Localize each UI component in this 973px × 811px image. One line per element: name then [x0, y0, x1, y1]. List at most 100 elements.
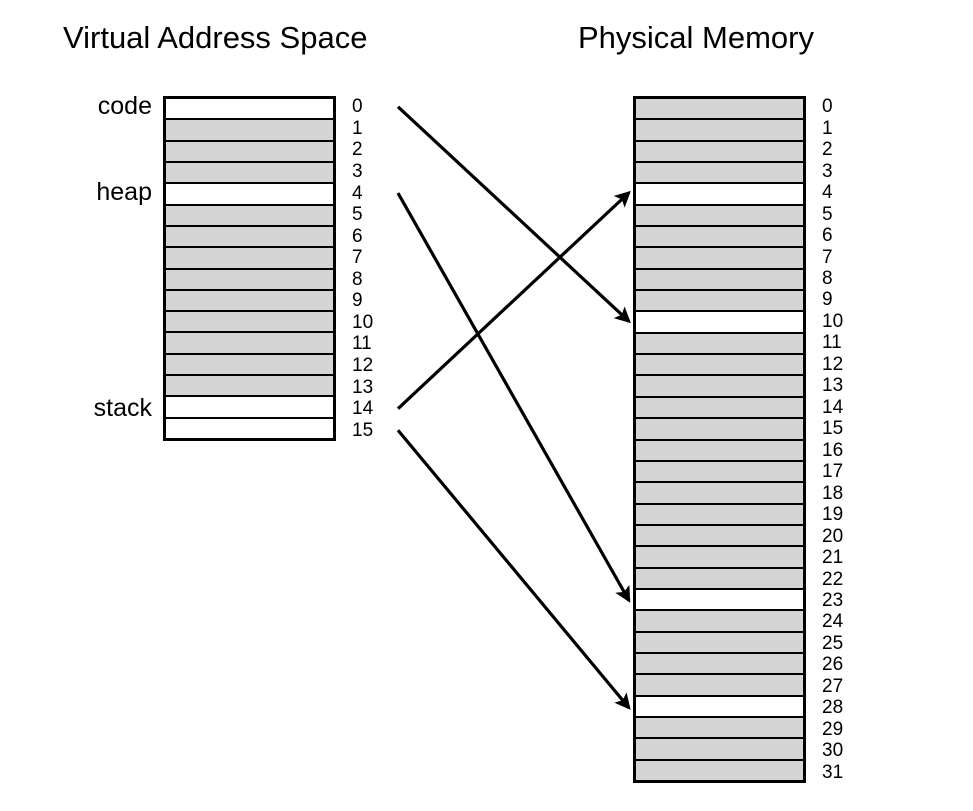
physical-memory-box	[633, 96, 806, 783]
virtual-page-row	[166, 269, 333, 291]
virtual-page-index: 12	[352, 355, 374, 377]
virtual-page-index: 3	[352, 160, 363, 182]
physical-frame-row	[636, 717, 803, 740]
physical-frame-index: 27	[822, 675, 844, 697]
physical-frame-row	[636, 120, 803, 142]
physical-frame-index: 24	[822, 611, 844, 633]
virtual-page-index: 7	[352, 247, 363, 269]
virtual-page-row	[166, 141, 333, 163]
physical-frame-row	[636, 269, 803, 292]
physical-frame-index: 2	[822, 139, 833, 161]
physical-frame-index: 22	[822, 568, 844, 590]
physical-frame-row	[636, 611, 803, 633]
virtual-page-index: 1	[352, 117, 363, 139]
physical-frame-row	[636, 141, 803, 164]
physical-frame-row	[636, 419, 803, 441]
physical-frame-index: 23	[822, 590, 844, 612]
physical-frame-row	[636, 227, 803, 249]
virtual-page-row	[166, 226, 333, 249]
physical-frame-row	[636, 525, 803, 548]
segment-label-code: code	[97, 91, 152, 120]
physical-frame-rows	[636, 99, 803, 780]
physical-frame-row	[636, 504, 803, 526]
physical-frame-row	[636, 397, 803, 420]
virtual-page-index: 13	[352, 376, 374, 398]
physical-frame-row	[636, 312, 803, 334]
physical-frame-row	[636, 355, 803, 377]
physical-frame-row	[636, 376, 803, 398]
physical-frame-index: 26	[822, 654, 844, 676]
physical-frame-row	[636, 760, 803, 780]
virtual-page-index: 6	[352, 225, 363, 247]
physical-frame-index: 1	[822, 117, 833, 139]
physical-frame-index: 7	[822, 246, 833, 268]
physical-frame-index: 9	[822, 289, 833, 311]
physical-frame-row	[636, 291, 803, 313]
segment-label-heap: heap	[96, 178, 152, 207]
physical-frame-row	[636, 99, 803, 121]
physical-frame-row	[636, 184, 803, 206]
virtual-page-row	[166, 205, 333, 227]
virtual-address-space-box	[163, 96, 336, 441]
virtual-page-row	[166, 162, 333, 185]
physical-frame-index: 20	[822, 525, 844, 547]
virtual-page-index: 8	[352, 268, 363, 290]
virtual-page-index: 9	[352, 290, 363, 312]
physical-frame-row	[636, 440, 803, 462]
virtual-page-index: 2	[352, 139, 363, 161]
physical-frame-index: 14	[822, 396, 844, 418]
mapping-arrow-stack-page-15	[396, 429, 631, 710]
physical-frame-index: 15	[822, 418, 844, 440]
virtual-page-index: 11	[352, 333, 372, 355]
physical-frame-index: 21	[822, 547, 844, 569]
virtual-page-row	[166, 248, 333, 270]
virtual-page-row	[166, 376, 333, 398]
segment-label-stack: stack	[93, 393, 152, 422]
physical-frame-index: 11	[822, 332, 842, 354]
mapping-arrow-code-page-0	[396, 105, 631, 324]
virtual-page-row	[166, 397, 333, 419]
physical-frame-index: 25	[822, 632, 844, 654]
virtual-page-index: 10	[352, 311, 374, 333]
mapping-arrow-stack-page-14	[396, 190, 631, 410]
physical-frame-row	[636, 248, 803, 270]
physical-frame-row	[636, 163, 803, 185]
virtual-page-row	[166, 333, 333, 355]
physical-frame-row	[636, 333, 803, 356]
physical-frame-index: 5	[822, 203, 833, 225]
physical-frame-index: 18	[822, 482, 844, 504]
physical-frame-row	[636, 632, 803, 654]
virtual-page-index: 15	[352, 419, 374, 441]
physical-frame-row	[636, 696, 803, 718]
physical-frame-index: 13	[822, 375, 844, 397]
physical-frame-index: 30	[822, 740, 844, 762]
physical-frame-row	[636, 675, 803, 697]
virtual-page-row	[166, 312, 333, 334]
virtual-page-index: 5	[352, 204, 363, 226]
physical-frame-index: 8	[822, 267, 833, 289]
physical-frame-row	[636, 568, 803, 590]
physical-frame-row	[636, 547, 803, 569]
physical-frame-index: 17	[822, 461, 844, 483]
virtual-address-space-title: Virtual Address Space	[63, 20, 368, 55]
physical-frame-row	[636, 589, 803, 612]
physical-frame-index: 16	[822, 439, 844, 461]
physical-frame-row	[636, 739, 803, 761]
physical-frame-index: 10	[822, 310, 844, 332]
physical-frame-index: 3	[822, 160, 833, 182]
physical-frame-index: 0	[822, 96, 833, 118]
physical-frame-row	[636, 483, 803, 505]
physical-frame-index: 31	[822, 761, 844, 783]
virtual-page-index: 4	[352, 182, 363, 204]
physical-frame-index: 12	[822, 353, 844, 375]
virtual-page-row	[166, 99, 333, 121]
physical-frame-index: 6	[822, 225, 833, 247]
physical-frame-row	[636, 205, 803, 228]
physical-frame-index: 29	[822, 718, 844, 740]
virtual-page-row	[166, 418, 333, 438]
physical-frame-index: 28	[822, 697, 844, 719]
physical-memory-title: Physical Memory	[578, 20, 814, 55]
